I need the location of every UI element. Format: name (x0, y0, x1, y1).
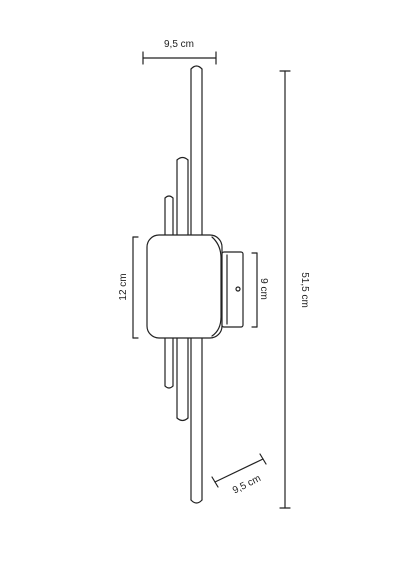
top-width-dimension-line (142, 51, 217, 65)
body-height-dimension-line (132, 236, 139, 339)
depth-dimension-line (211, 453, 267, 488)
plate-height-dimension-line (251, 252, 258, 328)
lamp-body (146, 234, 223, 339)
top-width-label: 9,5 cm (164, 39, 194, 50)
total-height-label: 51,5 cm (299, 272, 310, 308)
total-height-dimension-line (279, 70, 291, 509)
plate-height-label: 9 cm (258, 278, 269, 300)
wall-plate (221, 251, 244, 328)
mounting-screw (235, 286, 241, 292)
body-height-label: 12 cm (118, 273, 129, 300)
depth-label: 9,5 cm (231, 473, 263, 496)
